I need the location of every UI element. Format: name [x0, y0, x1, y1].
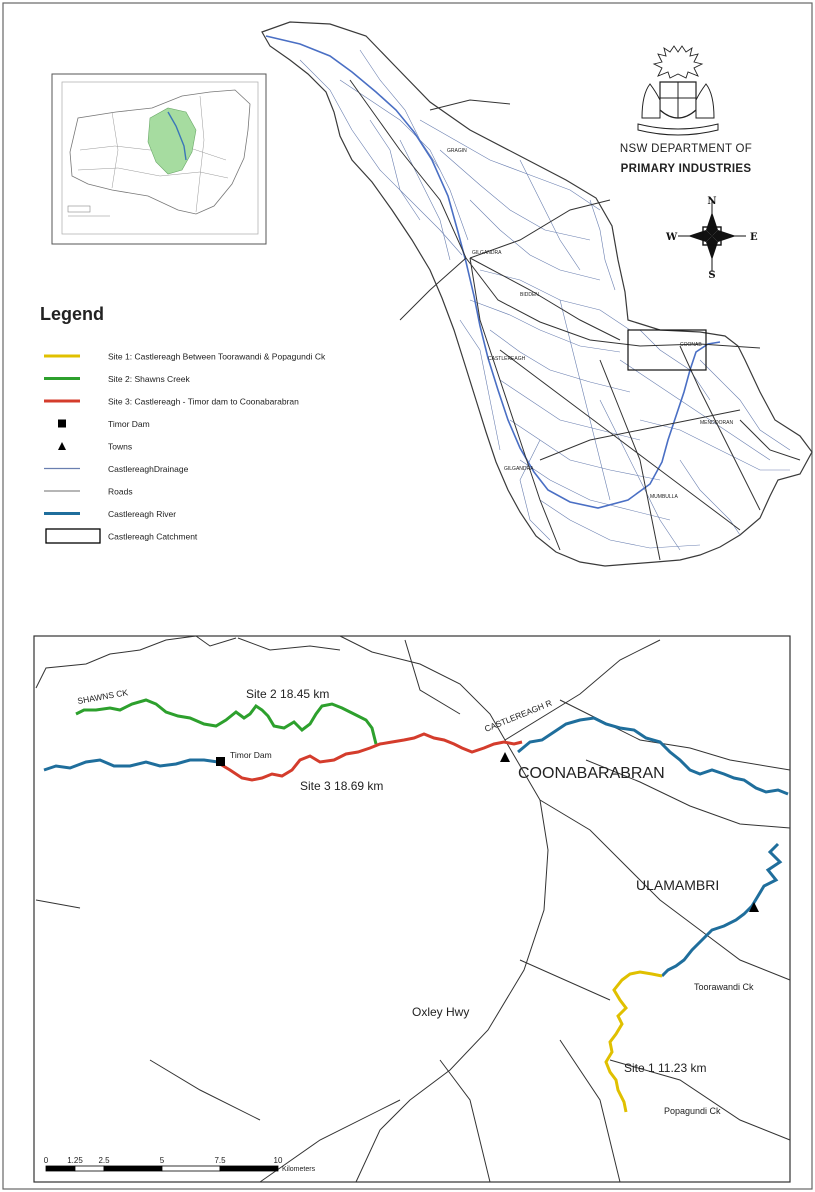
- catchment-map: GRAGIN GILGANDRA BIDDEN CASTLEREAGH GILG…: [261, 21, 813, 567]
- label-site2: Site 2 18.45 km: [246, 687, 329, 701]
- scale-bar-tick-label: 2.5: [98, 1156, 110, 1165]
- legend-item: Site 3: Castlereagh - Timor dam to Coona…: [44, 397, 299, 407]
- inset-border: [111, 111, 119, 189]
- scale-bar-tick-label: 0: [44, 1156, 49, 1165]
- legend-item-label: Site 2: Shawns Creek: [108, 374, 190, 384]
- nsw-crest-logo: [637, 45, 719, 136]
- label-oxley-hwy: Oxley Hwy: [412, 1005, 469, 1019]
- scale-bar-segment: [219, 1165, 279, 1172]
- legend-item-label: CastlereaghDrainage: [108, 464, 189, 474]
- legend-item-label: Towns: [108, 442, 132, 452]
- inset-map: [51, 73, 267, 245]
- site1-castlereagh: [604, 970, 663, 1113]
- agency-line1: NSW DEPARTMENT OF: [620, 143, 752, 155]
- legend-title: Legend: [40, 304, 104, 324]
- catchment-highlight: [147, 107, 197, 175]
- detail-panel: SHAWNS CK Site 2 18.45 km CASTLEREAGH R …: [33, 635, 791, 1183]
- legend-swatch-triangle: [58, 442, 66, 450]
- inset-border: [79, 145, 227, 161]
- legend-item-label: Castlereagh River: [108, 509, 176, 519]
- inset-border: [77, 167, 229, 179]
- ulamambri-town-marker: [749, 902, 759, 912]
- label-coonabarabran: COONABARABRAN: [518, 765, 665, 782]
- compass-w: W: [665, 232, 678, 243]
- legend-item-label: Site 3: Castlereagh - Timor dam to Coona…: [108, 397, 299, 407]
- compass-n: N: [707, 196, 716, 207]
- legend-item: CastlereaghDrainage: [44, 464, 189, 474]
- scale-bar-unit: Kilometers: [282, 1166, 316, 1173]
- label-popagundi-ck: Popagundi Ck: [664, 1106, 721, 1116]
- site3-castlereagh: [219, 732, 523, 782]
- legend-item-label: Timor Dam: [108, 419, 150, 429]
- svg-text:GILGANDRA: GILGANDRA: [504, 466, 534, 472]
- castlereagh-river-overview: [265, 35, 721, 509]
- scale-bar-tick-label: 5: [160, 1156, 165, 1165]
- detail-roads: [35, 635, 791, 1183]
- inset-border: [195, 95, 205, 213]
- legend-item-label: Roads: [108, 487, 133, 497]
- scale-bar-tick-label: 1.25: [67, 1156, 83, 1165]
- svg-text:GILGANDRA: GILGANDRA: [472, 250, 502, 256]
- legend-item-label: Site 1: Castlereagh Between Toorawandi &…: [108, 352, 326, 362]
- castlereagh-river-west: [43, 758, 219, 772]
- road-network: [349, 79, 801, 561]
- detail-frame: [33, 635, 791, 1183]
- legend-swatch-square: [58, 419, 66, 428]
- label-site3: Site 3 18.69 km: [300, 779, 383, 793]
- scale-bar-tick-label: 10: [274, 1156, 283, 1165]
- scale-bar-segment: [161, 1165, 221, 1172]
- label-toorawandi-ck: Toorawandi Ck: [694, 982, 754, 992]
- nsw-outline: [69, 89, 251, 215]
- legend-item: Castlereagh River: [44, 509, 176, 519]
- svg-text:COONAB: COONAB: [680, 342, 702, 348]
- legend: Site 1: Castlereagh Between Toorawandi &…: [44, 352, 326, 544]
- legend-item: Towns: [58, 442, 132, 452]
- castlereagh-river-east: [517, 716, 789, 796]
- legend-item: Roads: [44, 487, 133, 497]
- svg-text:MENDOORAN: MENDOORAN: [700, 420, 733, 426]
- legend-item: Site 1: Castlereagh Between Toorawandi &…: [44, 352, 326, 362]
- scale-bar-tick-label: 7.5: [214, 1156, 226, 1165]
- label-site1: Site 1 11.23 km: [624, 1061, 707, 1075]
- inset-river: [167, 111, 187, 161]
- agency-line2: PRIMARY INDUSTRIES: [621, 163, 752, 175]
- study-area-box: [627, 329, 707, 371]
- north-arrow-compass: N S E W: [665, 196, 758, 281]
- coonabarabran-town-marker: [500, 752, 510, 762]
- site2-shawns-creek: [75, 698, 378, 745]
- svg-text:BIDDEN: BIDDEN: [520, 292, 539, 298]
- scale-bar-segment: [103, 1165, 163, 1172]
- label-timor-dam: Timor Dam: [230, 750, 272, 760]
- overview-town-labels: GRAGIN GILGANDRA BIDDEN CASTLEREAGH GILG…: [447, 148, 733, 500]
- svg-text:GRAGIN: GRAGIN: [447, 148, 467, 154]
- legend-item-label: Castlereagh Catchment: [108, 532, 198, 542]
- svg-text:CASTLEREAGH: CASTLEREAGH: [488, 356, 526, 362]
- inset-scale: [67, 205, 91, 213]
- castlereagh-river-south: [660, 842, 783, 978]
- label-ulamambri: ULAMAMBRI: [636, 877, 719, 893]
- compass-e: E: [750, 232, 758, 243]
- overview-panel: GRAGIN GILGANDRA BIDDEN CASTLEREAGH GILG…: [40, 21, 813, 567]
- legend-item: Site 2: Shawns Creek: [44, 374, 190, 384]
- legend-swatch-box: [45, 528, 101, 544]
- svg-text:MUMBULLA: MUMBULLA: [650, 494, 678, 500]
- scale-bar-segment: [45, 1165, 76, 1172]
- compass-s: S: [708, 270, 715, 281]
- scale-bar-segment: [74, 1165, 105, 1172]
- legend-item: Castlereagh Catchment: [45, 528, 198, 544]
- timor-dam-marker: [216, 757, 225, 766]
- legend-item: Timor Dam: [58, 419, 150, 429]
